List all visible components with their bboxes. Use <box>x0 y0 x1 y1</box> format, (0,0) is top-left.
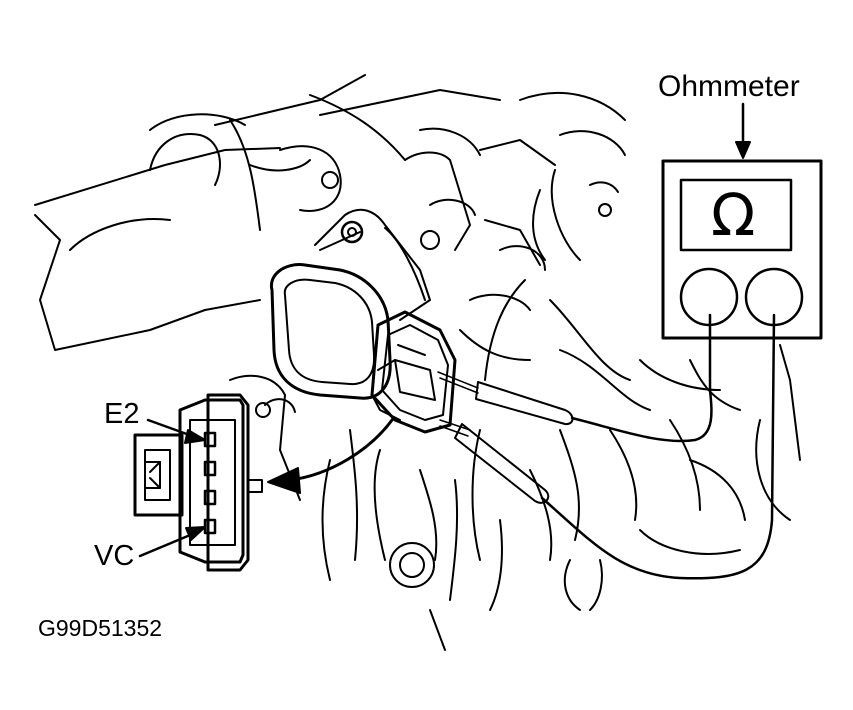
ohm-symbol: Ω <box>711 181 756 249</box>
ohmmeter-label: Ohmmeter <box>658 70 800 103</box>
ohmmeter-arrow-icon <box>735 102 751 159</box>
test-leads <box>540 313 776 580</box>
vc-leader-arrow-icon <box>138 526 206 558</box>
connector-view-arrow-icon <box>267 418 394 494</box>
terminal-e2-label: E2 <box>104 398 140 430</box>
throttle-position-sensor <box>269 208 431 400</box>
ohmmeter-icon <box>661 159 823 340</box>
connector-icon <box>133 393 263 572</box>
terminal-vc-label: VC <box>94 540 135 572</box>
figure-code: G99D51352 <box>38 615 163 641</box>
test-probes <box>437 371 574 504</box>
sensor-connector <box>370 310 457 434</box>
e2-leader-arrow-icon <box>146 418 206 444</box>
